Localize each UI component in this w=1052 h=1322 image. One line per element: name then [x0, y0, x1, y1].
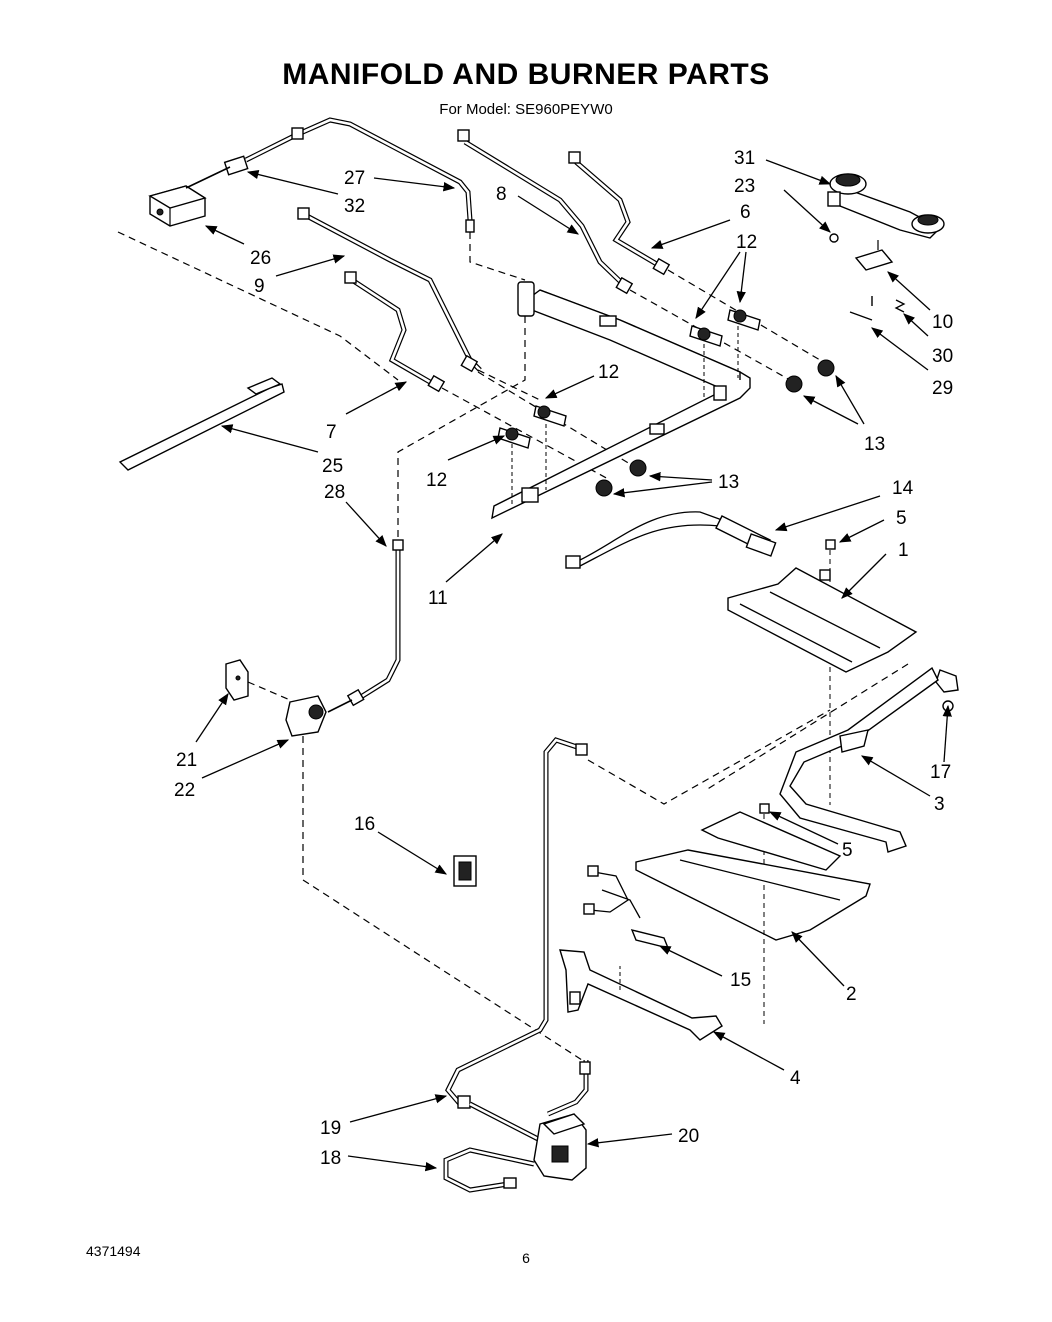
callout-32: 32 [344, 196, 365, 217]
callout-5-bottom: 5 [842, 840, 853, 861]
callout-18: 18 [320, 1148, 341, 1169]
callout-15: 15 [730, 970, 751, 991]
part-12-orifice-center-b [497, 427, 531, 449]
part-31-surface-burner [827, 173, 945, 239]
part-5-screw-top [825, 539, 836, 550]
part-23-screw [829, 233, 839, 243]
part-13-burner-cap-center [595, 459, 647, 497]
part-5-screw-bottom [759, 803, 770, 814]
callout-16: 16 [354, 814, 375, 835]
callout-21: 21 [176, 750, 197, 771]
part-10-bracket [854, 240, 894, 271]
callout-6: 6 [740, 202, 751, 223]
part-16-terminal-block [453, 855, 477, 887]
callout-22: 22 [174, 780, 195, 801]
callout-30: 30 [932, 346, 953, 367]
part-11-manifold [491, 281, 751, 520]
part-12-orifice-center-a [533, 405, 567, 427]
manifold-end-cap [517, 281, 535, 317]
callout-12-center-b: 12 [426, 470, 447, 491]
part-30-spring [894, 299, 906, 313]
callout-13-right: 13 [864, 434, 885, 455]
callout-7: 7 [326, 422, 337, 443]
part-12-orifice-right-b [689, 325, 723, 347]
part-19-fitting [457, 1095, 471, 1109]
leader-lines [195, 159, 952, 1172]
callout-17: 17 [930, 762, 951, 783]
callout-19: 19 [320, 1118, 341, 1139]
page-number: 6 [522, 1250, 530, 1266]
callout-10: 10 [932, 312, 953, 333]
callout-31: 31 [734, 148, 755, 169]
part-4-burner-lower [559, 949, 723, 1041]
part-27-tube [244, 117, 475, 233]
part-18-tube [443, 1060, 591, 1193]
callout-29: 29 [932, 378, 953, 399]
part-14-igniter [565, 511, 777, 569]
callout-13-center: 13 [718, 472, 739, 493]
part-20-regulator-valve [533, 1113, 587, 1181]
callout-23: 23 [734, 176, 755, 197]
part-17-orifice-holder [935, 669, 959, 712]
part-3-burner-tube-lower [779, 666, 939, 853]
callout-3: 3 [934, 794, 945, 815]
part-21-bracket [225, 659, 249, 701]
callout-14: 14 [892, 478, 914, 499]
part-28-tube [346, 539, 404, 707]
part-25-burner-tube [118, 377, 285, 471]
part-22-valve [285, 695, 327, 737]
page-title: MANIFOLD AND BURNER PARTS [282, 58, 770, 91]
callout-25: 25 [322, 456, 343, 477]
part-9-tube [297, 207, 482, 373]
callout-27: 27 [344, 168, 365, 189]
part-29-wire [849, 296, 873, 321]
callout-1: 1 [898, 540, 909, 561]
callout-2: 2 [846, 984, 857, 1005]
callout-11: 11 [428, 588, 448, 609]
callout-28: 28 [324, 482, 345, 503]
callout-labels: 31 23 6 12 10 30 29 13 27 32 8 26 9 12 7… [174, 148, 953, 1169]
part-6-tube [568, 151, 671, 276]
part-7-tube [344, 271, 446, 393]
callout-4: 4 [790, 1068, 801, 1089]
part-26-valve-housing [148, 185, 207, 227]
callout-8: 8 [496, 184, 507, 205]
callout-9: 9 [254, 276, 265, 297]
callout-26: 26 [250, 248, 271, 269]
document-number: 4371494 [86, 1243, 141, 1259]
callout-12-center-a: 12 [598, 362, 619, 383]
model-subtitle: For Model: SE960PEYW0 [439, 101, 613, 118]
part-2-baffle-plate-lower [635, 811, 871, 941]
main-gas-tube [445, 737, 588, 1106]
part-12-orifice-right-a [727, 309, 761, 331]
callout-5-top: 5 [896, 508, 907, 529]
callout-12-right: 12 [736, 232, 757, 253]
part-32-fitting [185, 155, 249, 189]
callout-20: 20 [678, 1126, 699, 1147]
part-1-baffle-plate [727, 567, 918, 673]
part-13-burner-cap-right [785, 359, 835, 393]
part-8-tube [457, 129, 634, 295]
